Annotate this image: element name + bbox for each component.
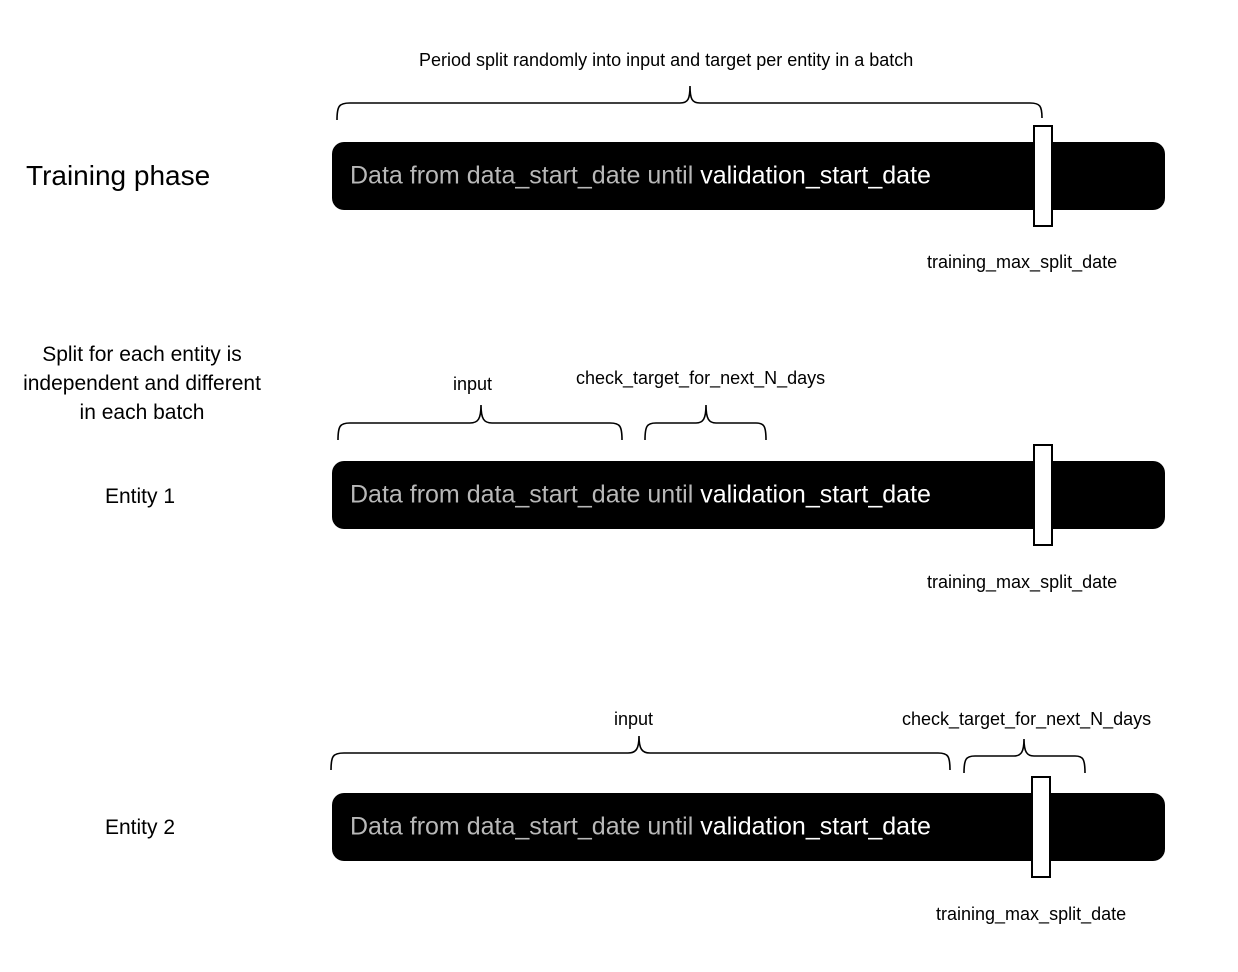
entity-2-label: Entity 2: [105, 816, 176, 839]
entity-1-data-bar: Data from data_start_date until validati…: [332, 461, 1165, 529]
entity-2-bar-grey-text: Data from data_start_date until: [350, 812, 701, 841]
training-marker-label: training_max_split_date: [927, 252, 1118, 272]
training-phase-label: Training phase: [26, 160, 211, 191]
training-max-split-marker: [1033, 125, 1053, 227]
entity-1-bar-white-text: validation_start_date: [700, 480, 931, 509]
training-brace-label: Period split randomly into input and tar…: [419, 50, 914, 70]
entity-1-input-label: input: [453, 374, 493, 394]
entity-1-label: Entity 1: [105, 485, 176, 508]
split-note: Split for each entity is independent and…: [0, 340, 284, 427]
entity-1-marker-label: training_max_split_date: [927, 572, 1118, 592]
training-data-bar: Data from data_start_date until validati…: [332, 142, 1165, 210]
entity-1-target-brace: [644, 404, 767, 441]
entity-1-max-split-marker: [1033, 444, 1053, 546]
entity-2-target-brace: [963, 738, 1086, 774]
training-bar-text: Data from data_start_date until validati…: [350, 162, 931, 191]
training-bar-white-text: validation_start_date: [700, 161, 931, 190]
entity-2-max-split-marker: [1031, 776, 1051, 878]
entity-2-bar-white-text: validation_start_date: [700, 812, 931, 841]
split-note-line-1: Split for each entity is: [42, 343, 242, 366]
entity-2-marker-label: training_max_split_date: [936, 904, 1127, 924]
entity-1-bar-text: Data from data_start_date until validati…: [350, 481, 931, 510]
entity-2-target-label: check_target_for_next_N_days: [902, 709, 1152, 729]
entity-1-bar-grey-text: Data from data_start_date until: [350, 480, 701, 509]
training-bar-grey-text: Data from data_start_date until: [350, 161, 701, 190]
entity-1-target-label: check_target_for_next_N_days: [576, 368, 826, 388]
split-note-line-3: in each batch: [79, 401, 205, 424]
split-note-line-2: independent and different: [23, 372, 261, 395]
entity-1-input-brace: [337, 404, 623, 441]
entity-2-input-brace: [330, 735, 951, 771]
entity-2-input-label: input: [614, 709, 654, 729]
entity-2-data-bar: Data from data_start_date until validati…: [332, 793, 1165, 861]
entity-2-bar-text: Data from data_start_date until validati…: [350, 813, 931, 842]
